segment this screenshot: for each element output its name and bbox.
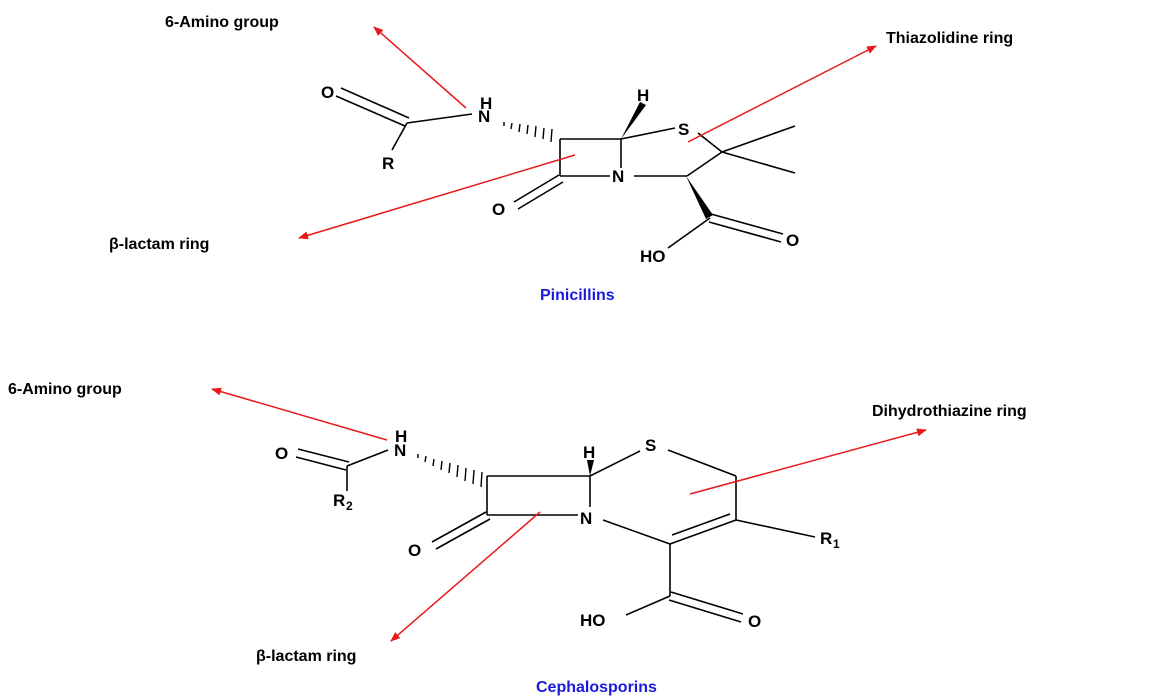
- atom-label: O: [321, 83, 334, 102]
- bond: [669, 519, 737, 545]
- atom-label: R: [820, 529, 832, 548]
- bond: [589, 450, 641, 477]
- bond: [297, 448, 350, 463]
- atom-label: S: [678, 120, 689, 139]
- label-thiazolidine-ring: Thiazolidine ring: [886, 30, 1013, 47]
- bond: [602, 519, 671, 545]
- bond: [513, 174, 560, 203]
- cephalosporin-structure: O R 2 H N H S N R 1 O HO O: [275, 427, 840, 631]
- bond: [671, 513, 731, 536]
- atom-label: R: [382, 154, 394, 173]
- bond: [721, 151, 796, 174]
- atom-label: O: [275, 444, 288, 463]
- atom-label: O: [748, 612, 761, 631]
- bond: [431, 511, 487, 543]
- atom-label: H: [480, 94, 492, 113]
- label-6-amino-group: 6-Amino group: [165, 14, 279, 31]
- bond: [708, 221, 782, 243]
- bond: [667, 449, 737, 477]
- atom-subscript: 1: [833, 537, 840, 551]
- atom-label: H: [583, 443, 595, 462]
- atom-label: O: [492, 200, 505, 219]
- label-dihydrothiazine-ring: Dihydrothiazine ring: [872, 403, 1027, 420]
- arrow-dihydrothiazine: [689, 428, 927, 495]
- atom-label: N: [394, 441, 406, 460]
- penicillin-arrows: [298, 26, 877, 240]
- arrow-lactam: [390, 511, 541, 642]
- arrow-amino: [373, 26, 467, 109]
- bond: [625, 595, 671, 616]
- atom-subscript: 2: [346, 499, 353, 513]
- atom-label: N: [612, 167, 624, 186]
- hashed-bond: [503, 122, 553, 143]
- bond: [686, 151, 723, 177]
- bond: [406, 113, 473, 124]
- bond: [667, 217, 711, 249]
- atom-label: N: [478, 107, 490, 126]
- penicillin-structure: O R H N H S N O HO O: [321, 83, 799, 266]
- bond: [517, 181, 564, 210]
- bond: [340, 87, 410, 119]
- atom-label: H: [637, 86, 649, 105]
- wedge-bond: [621, 102, 646, 139]
- atom-label: O: [786, 231, 799, 250]
- bond: [391, 122, 408, 151]
- caption-cephalosporins: Cephalosporins: [536, 679, 657, 696]
- bond: [346, 449, 389, 467]
- cephalosporin-arrows: [211, 387, 927, 642]
- bond: [620, 127, 676, 140]
- atom-label: H: [395, 427, 407, 446]
- arrow-lactam: [298, 154, 576, 240]
- label-6-amino-group: 6-Amino group: [8, 381, 122, 398]
- bond: [435, 518, 491, 550]
- arrow-thiazolidine: [687, 45, 877, 143]
- wedge-bond: [587, 460, 594, 476]
- label-beta-lactam-ring: β-lactam ring: [109, 236, 209, 253]
- bond: [668, 599, 742, 623]
- atom-label: O: [408, 541, 421, 560]
- atom-label: HO: [640, 247, 666, 266]
- bond: [335, 95, 406, 127]
- atom-label: S: [645, 436, 656, 455]
- bond: [670, 591, 744, 615]
- bond: [721, 125, 796, 153]
- atom-label: R: [333, 491, 345, 510]
- atom-label: HO: [580, 611, 606, 630]
- atom-label: N: [580, 509, 592, 528]
- bond: [697, 132, 723, 153]
- arrow-amino: [211, 387, 388, 441]
- wedge-bond: [686, 176, 713, 219]
- label-beta-lactam-ring: β-lactam ring: [256, 648, 356, 665]
- bond: [735, 519, 816, 538]
- bond: [295, 456, 347, 471]
- hashed-bond: [417, 454, 483, 488]
- bond: [710, 213, 784, 235]
- caption-penicillins: Pinicillins: [540, 287, 615, 304]
